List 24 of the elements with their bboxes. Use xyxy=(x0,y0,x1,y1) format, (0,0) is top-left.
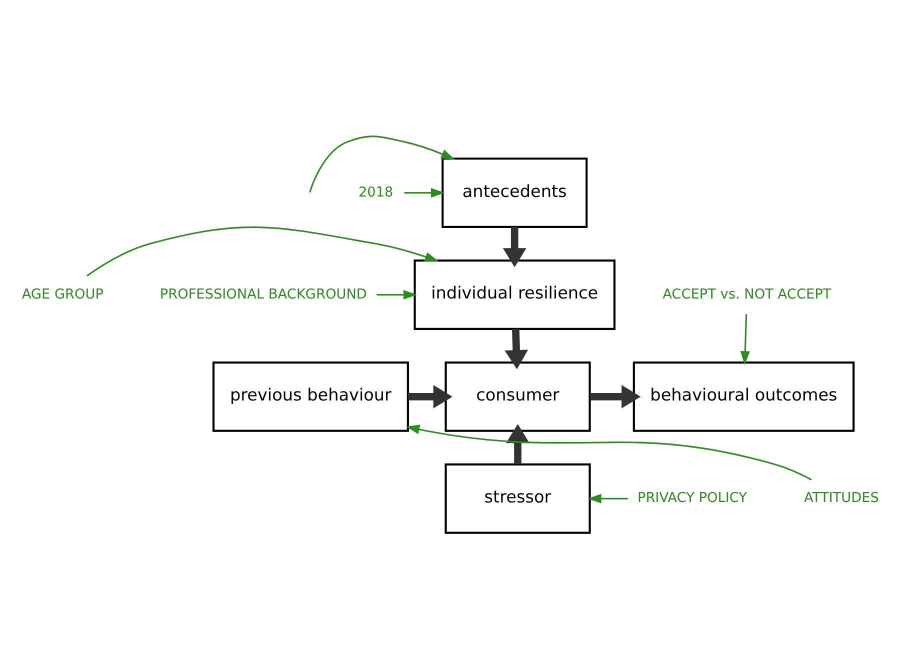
arrow xyxy=(408,384,452,408)
arrow xyxy=(740,314,750,364)
arrow xyxy=(588,493,628,503)
arrow xyxy=(406,424,812,480)
arrow xyxy=(590,384,641,408)
arrow xyxy=(376,289,418,300)
node-text: AGE GROUP xyxy=(22,286,104,302)
node-text: 2018 xyxy=(358,184,394,200)
arrow xyxy=(404,188,445,198)
node-text: PRIVACY POLICY xyxy=(637,490,748,506)
node-box: antecedents xyxy=(442,157,588,228)
node-box: stressor xyxy=(444,462,591,534)
arrow xyxy=(504,328,528,369)
node-text: PROFESSIONAL BACKGROUND xyxy=(160,286,367,302)
node-box: previous behaviour xyxy=(212,360,409,432)
node-box: behavioural outcomes xyxy=(632,360,855,432)
arrow xyxy=(309,135,455,192)
node-text: ACCEPT vs. NOT ACCEPT xyxy=(662,286,832,302)
node-box: individual resilience xyxy=(414,259,616,330)
node-text: ATTITUDES xyxy=(804,490,879,506)
arrow xyxy=(506,423,530,464)
arrow xyxy=(86,226,439,276)
node-box: consumer xyxy=(444,360,591,432)
arrow xyxy=(502,226,526,267)
